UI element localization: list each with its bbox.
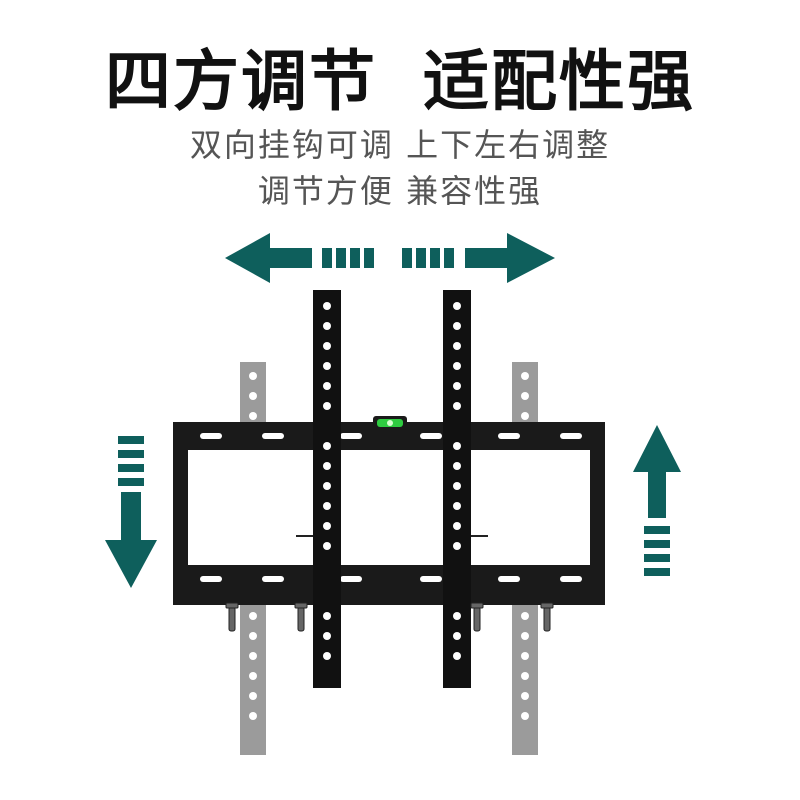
upright-left — [313, 290, 341, 688]
subtitle-line-2: 调节方便 兼容性强 — [257, 172, 543, 210]
locking-bolts — [225, 602, 554, 632]
arrow-right-icon — [402, 233, 555, 283]
subtitle-line-1: 双向挂钩可调 上下左右调整 — [189, 126, 611, 164]
bubble-level-icon — [373, 416, 407, 430]
wall-plate — [173, 422, 605, 605]
arrow-down-icon — [105, 436, 157, 588]
upright-right — [443, 290, 471, 688]
page-title: 四方调节适配性强 — [0, 28, 800, 124]
title-part-1: 四方调节 — [105, 43, 377, 120]
arrow-up-icon — [633, 425, 681, 576]
arrow-left-icon — [225, 233, 374, 283]
title-part-2: 适配性强 — [423, 43, 695, 120]
